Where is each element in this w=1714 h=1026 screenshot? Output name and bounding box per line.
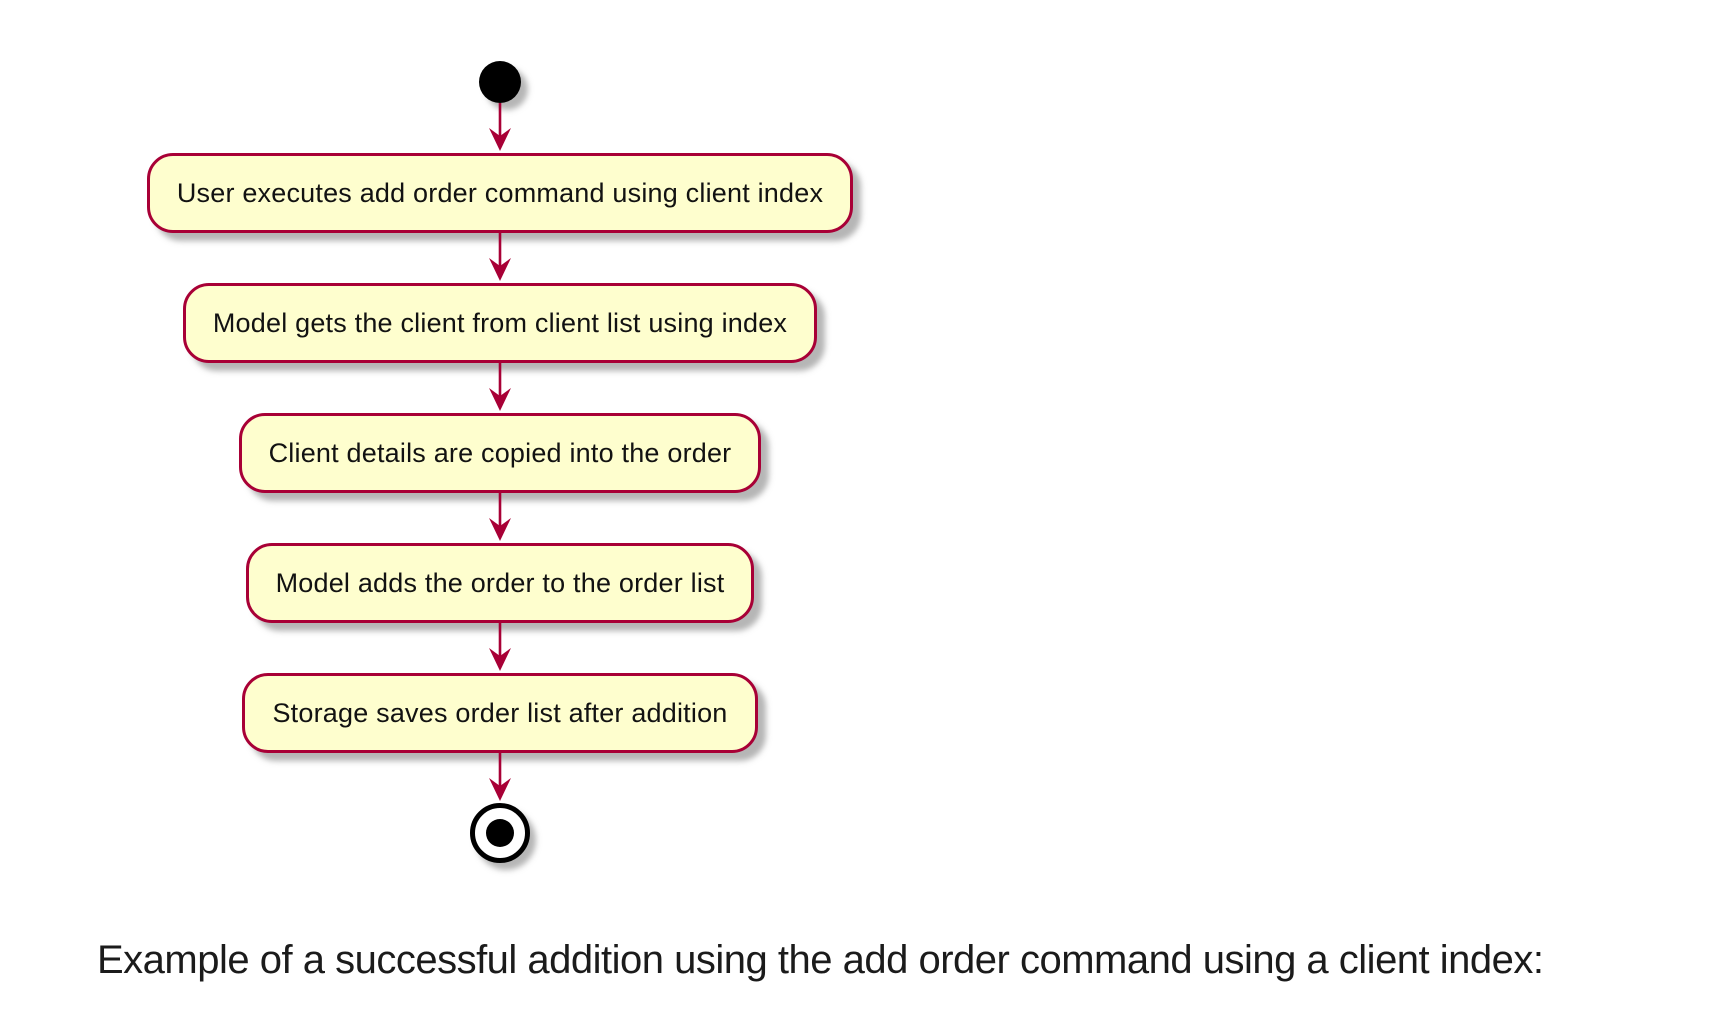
caption-text: Example of a successful addition using t… xyxy=(97,938,1544,982)
activity-step-1-label: User executes add order command using cl… xyxy=(176,177,824,208)
flow-arrow-icon xyxy=(489,623,511,671)
flow-arrow-icon xyxy=(489,363,511,411)
flow-arrow-icon xyxy=(489,103,511,151)
flow-arrow-icon xyxy=(489,753,511,801)
end-node-icon xyxy=(470,803,530,863)
end-node-inner-dot xyxy=(486,819,514,847)
activity-diagram: User executes add order command using cl… xyxy=(0,61,1000,863)
activity-step-2-label: Model gets the client from client list u… xyxy=(212,307,788,338)
activity-step-4-label: Model adds the order to the order list xyxy=(275,567,725,598)
flow-arrow-icon xyxy=(489,493,511,541)
activity-step-5-label: Storage saves order list after addition xyxy=(272,697,728,728)
activity-step-2: Model gets the client from client list u… xyxy=(182,283,818,363)
activity-step-4: Model adds the order to the order list xyxy=(245,543,755,623)
activity-step-1: User executes add order command using cl… xyxy=(146,153,854,233)
activity-step-5: Storage saves order list after addition xyxy=(242,673,758,753)
start-node-icon xyxy=(479,61,521,103)
flow-arrow-icon xyxy=(489,233,511,281)
activity-step-3: Client details are copied into the order xyxy=(238,413,762,493)
activity-step-3-label: Client details are copied into the order xyxy=(268,437,732,468)
